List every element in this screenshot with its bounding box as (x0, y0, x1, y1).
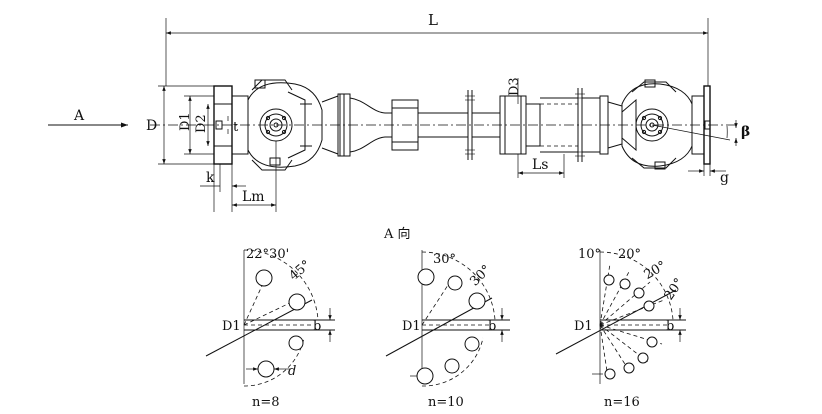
shaft-tube-left (321, 93, 468, 157)
ls-dimension: Ls (517, 154, 565, 178)
bolt-hole (633, 287, 645, 299)
g-label: g (720, 170, 729, 186)
bolt-hole (604, 368, 616, 380)
bolt-hole (444, 358, 460, 374)
flange-view-n8: 22°30' 45° D1 b d n=8 (205, 247, 335, 410)
caption: n=10 (428, 395, 464, 410)
angle-label-1: 10° (578, 247, 601, 262)
length-label: L (428, 11, 438, 29)
flange-view-n10: 30° 30° D1 b n=10 (385, 250, 510, 410)
spline-section (472, 95, 578, 155)
left-yoke (247, 79, 323, 171)
bolt-hole (643, 300, 655, 312)
angle-label-2: 30° (467, 262, 494, 289)
right-yoke (621, 79, 693, 170)
bolt-hole (288, 293, 306, 311)
d1-label: D1 (402, 319, 421, 334)
b-label: b (666, 319, 674, 334)
bolt-hole (416, 367, 434, 385)
beta-label: β (741, 124, 750, 140)
flange-view-n16: 10° 20° 20° 20° D1 b n=16 (555, 247, 688, 410)
d2-label: D2 (194, 114, 209, 133)
bolt-hole (623, 362, 635, 374)
k-lm-dimensions: k Lm (200, 141, 277, 212)
angle-label-2: 45° (287, 258, 314, 284)
bolt-hole (646, 336, 658, 348)
d-label: d (288, 364, 296, 379)
bolt-hole (637, 352, 649, 364)
bolt-hole (603, 274, 615, 286)
d1-label: D1 (178, 112, 193, 131)
lm-label: Lm (242, 189, 265, 205)
bolt-hole (447, 275, 463, 291)
break-marks-left (465, 90, 475, 160)
overall-length-dimension: L (165, 11, 709, 86)
bolt-hole (464, 336, 480, 352)
t-label: t (233, 120, 239, 135)
bolt-hole (288, 335, 304, 351)
d1-label: D1 (574, 319, 593, 334)
angle-label-1: 22°30' (246, 247, 289, 262)
view-direction-arrow: A (48, 108, 128, 128)
ls-label: Ls (532, 157, 548, 173)
angle-label-3: 20° (642, 258, 669, 283)
main-view: L A (48, 11, 750, 212)
g-dimension: g (688, 164, 729, 186)
d1-label: D1 (222, 319, 241, 334)
k-label: k (206, 170, 215, 186)
angle-label-2: 20° (618, 247, 641, 262)
angle-label-1: 30° (433, 252, 456, 267)
angle-label-4: 20° (662, 276, 688, 303)
bolt-hole (255, 269, 273, 287)
d3-dimension: D3 (507, 77, 522, 104)
beta-angle-annotation: β (651, 120, 750, 146)
d-label: D (146, 118, 157, 134)
caption: n=8 (252, 395, 280, 410)
caption: n=16 (604, 395, 640, 410)
view-title: A 向 (383, 226, 411, 242)
b-label: b (488, 319, 496, 334)
bolt-hole (619, 278, 631, 290)
d3-label: D3 (507, 77, 522, 96)
bolt-hole (417, 268, 435, 286)
direction-label: A (73, 108, 85, 124)
bolt-hole (468, 292, 486, 310)
bolt-hole (257, 360, 275, 378)
diameter-dimensions: D D1 D2 t (146, 85, 239, 165)
right-flange (691, 85, 711, 165)
b-label: b (313, 319, 321, 334)
